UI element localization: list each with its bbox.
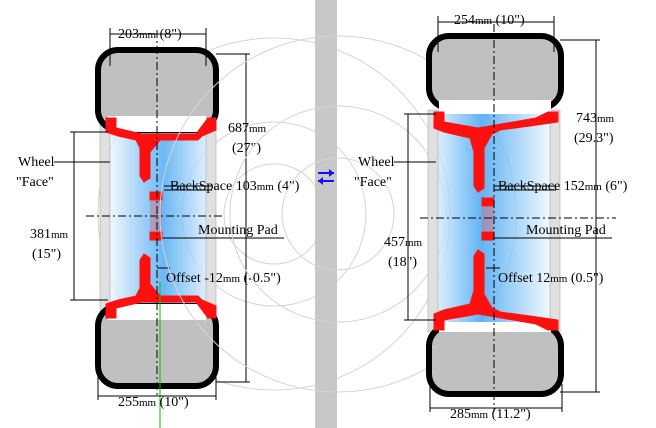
svg-text:255mm (10"): 255mm (10") xyxy=(118,395,189,410)
right-rim-bottom xyxy=(433,249,559,331)
right-wheel-label: Wheel xyxy=(358,155,395,170)
left-mounting-pad-bottom xyxy=(149,231,163,241)
svg-text:BackSpace 152mm (6"): BackSpace 152mm (6") xyxy=(498,179,628,194)
right-mounting-pad-top xyxy=(481,197,495,207)
left-wheel-barrel xyxy=(104,118,212,318)
right-tire-top xyxy=(426,33,564,111)
svg-text:687mm: 687mm xyxy=(228,121,267,136)
right-diameter-unit: mm xyxy=(597,113,615,125)
left-width-top-num: 203 xyxy=(118,27,139,42)
left-mounting-pad-label: Mounting Pad xyxy=(198,223,278,238)
right-width-bottom-unit: mm xyxy=(471,409,489,421)
left-backspace-rest: (4") xyxy=(274,179,300,194)
right-backspace-unit: mm xyxy=(585,181,603,193)
left-mounting-pad-top xyxy=(149,191,163,201)
svg-text:457mm: 457mm xyxy=(384,235,423,250)
right-diameter-num: 743 xyxy=(576,111,597,126)
right-width-top-num: 254 xyxy=(454,13,475,28)
left-rim-top xyxy=(105,117,217,183)
left-diameter-rest: (27") xyxy=(232,141,261,156)
svg-text:254mm (10"): 254mm (10") xyxy=(454,13,525,28)
left-width-top-rest: (8") xyxy=(156,27,182,42)
left-width-bottom-unit: mm xyxy=(139,397,157,409)
left-rim-bottom xyxy=(105,253,217,319)
svg-text:Offset -12mm (-0.5"): Offset -12mm (-0.5") xyxy=(166,271,281,286)
right-face-label: "Face" xyxy=(354,175,392,190)
left-rim-dia-num: 381 xyxy=(30,227,51,242)
left-backspace-num: 103 xyxy=(236,179,257,194)
left-diameter-num: 687 xyxy=(228,121,249,136)
right-rim-dia-rest: (18") xyxy=(388,255,417,270)
right-rim-dia-num: 457 xyxy=(384,235,405,250)
left-wheel-label: Wheel xyxy=(18,155,55,170)
svg-text:285mm (11.2"): 285mm (11.2") xyxy=(450,407,531,422)
right-wheel: 254mm (10") 743mm (29.3") Wheel "Face" 4… xyxy=(159,13,628,422)
left-rim-dia-unit: mm xyxy=(51,229,69,241)
right-rim-top xyxy=(433,111,559,193)
left-offset-rest: (-0.5") xyxy=(240,271,281,286)
right-offset-rest: (0.5") xyxy=(567,271,603,286)
svg-text:381mm: 381mm xyxy=(30,227,69,242)
right-rim-diameter-circle xyxy=(229,105,447,323)
svg-text:203mm (8"): 203mm (8") xyxy=(118,27,182,42)
svg-text:BackSpace 103mm (4"): BackSpace 103mm (4") xyxy=(170,179,300,194)
swap-arrows-icon[interactable] xyxy=(318,169,334,185)
right-rim-dia-unit: mm xyxy=(405,237,423,249)
right-backspace-num: 152 xyxy=(564,179,585,194)
svg-text:Offset 12mm (0.5"): Offset 12mm (0.5") xyxy=(498,271,604,286)
right-width-top-unit: mm xyxy=(475,15,493,27)
left-offset-prefix: Offset -12 xyxy=(166,271,223,286)
left-backspace-unit: mm xyxy=(257,181,275,193)
left-diameter-unit: mm xyxy=(249,123,267,135)
right-offset-prefix: Offset 12 xyxy=(498,271,550,286)
left-wheel: 203mm (8") 687mm (27") Wheel "Face" 381m… xyxy=(16,27,451,428)
right-hub-circle xyxy=(281,157,395,271)
right-width-bottom-rest: (11.2") xyxy=(488,407,531,422)
left-face-label: "Face" xyxy=(16,175,54,190)
right-backspace-rest: (6") xyxy=(602,179,628,194)
left-width-top-unit: mm xyxy=(139,29,157,41)
left-backspace-prefix: BackSpace xyxy=(170,179,236,194)
center-divider xyxy=(315,0,337,428)
left-offset-unit: mm xyxy=(223,273,241,285)
right-offset-unit: mm xyxy=(550,273,568,285)
right-width-bottom-num: 285 xyxy=(450,407,471,422)
left-width-bottom-rest: (10") xyxy=(156,395,189,410)
right-width-top-rest: (10") xyxy=(492,13,525,28)
right-mounting-pad-bottom xyxy=(481,231,495,241)
left-rim-dia-rest: (15") xyxy=(32,247,61,262)
right-mounting-pad-label: Mounting Pad xyxy=(526,223,606,238)
right-backspace-prefix: BackSpace xyxy=(498,179,564,194)
svg-text:743mm: 743mm xyxy=(576,111,615,126)
right-diameter-rest: (29.3") xyxy=(574,131,614,146)
right-tire-bottom xyxy=(426,323,564,397)
left-width-bottom-num: 255 xyxy=(118,395,139,410)
